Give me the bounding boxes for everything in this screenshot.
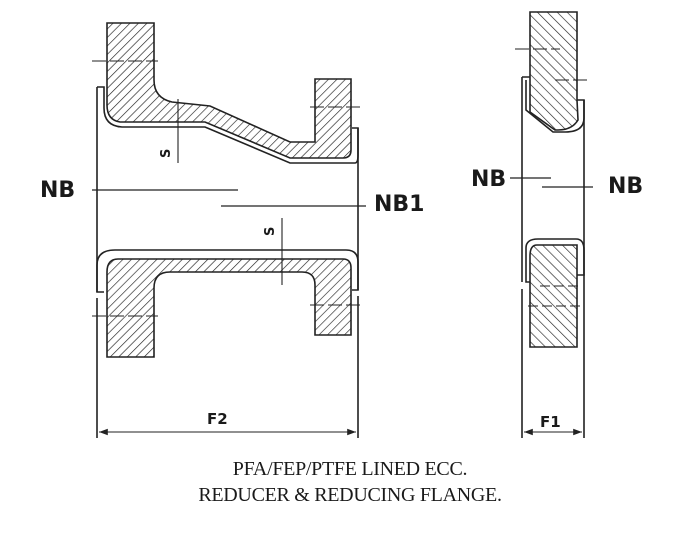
caption-line-2: REDUCER & REDUCING FLANGE. [198,484,502,506]
f2-label: F2 [207,410,228,428]
flange-drawing [510,11,593,438]
nb1-label: NB1 [374,192,425,217]
s-bottom-label: S [263,227,278,236]
flange-top-body [529,11,579,131]
reducer-top-body [106,22,352,159]
f1-label: F1 [540,413,561,431]
flange-bottom-body [529,244,578,348]
flange-nb-left-label: NB [471,167,506,192]
nb-label: NB [40,178,75,203]
flange-nb-right-label: NB [608,174,643,199]
reducer-bottom-body [106,258,352,358]
s-top-label: S [159,149,174,158]
caption-line-1: PFA/FEP/PTFE LINED ECC. [232,458,468,480]
reducer-drawing [92,22,366,438]
